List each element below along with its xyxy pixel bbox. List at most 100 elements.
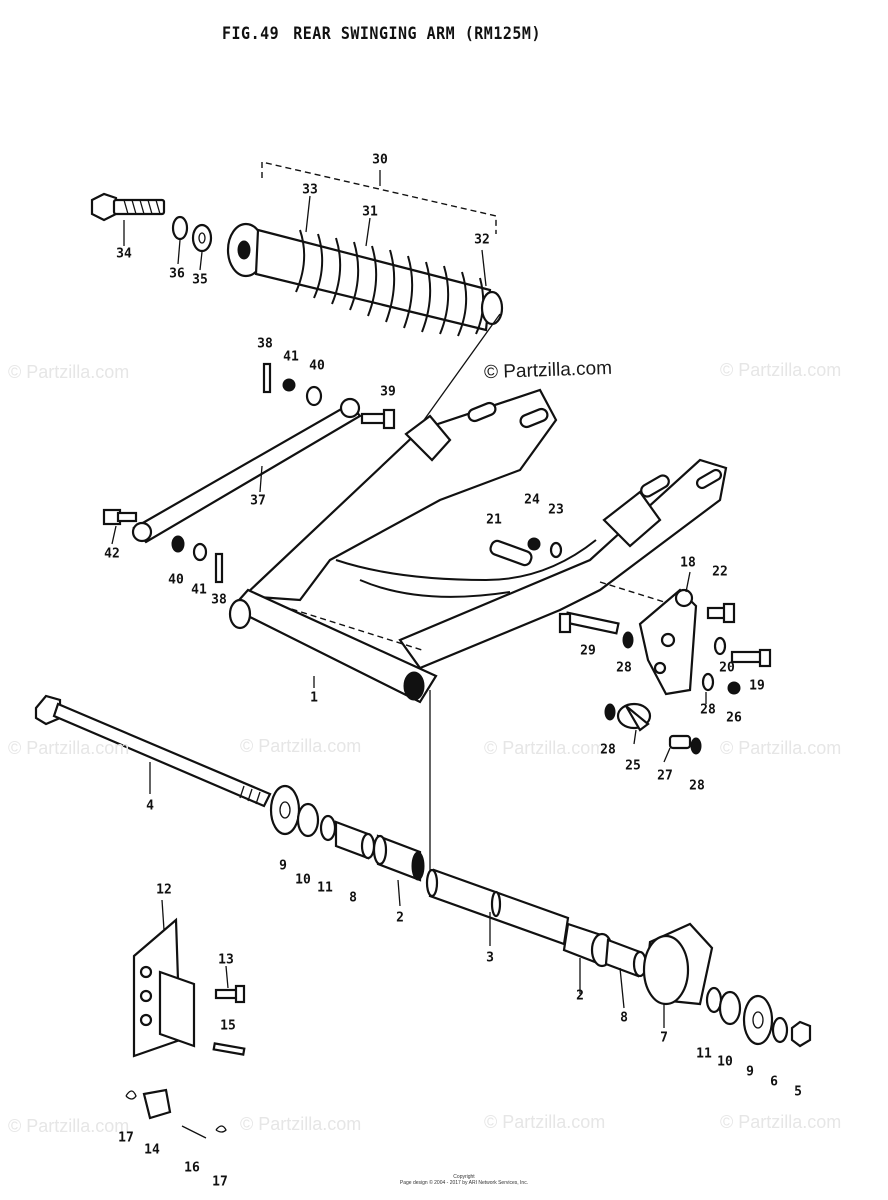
bolt-19 [730,648,772,668]
callout-33: 33 [302,182,318,198]
watermark: © Partzilla.com [240,1114,362,1134]
washer-20 [713,636,727,656]
watermark: © Partzilla.com [720,360,842,380]
chain-guide-12 [132,917,196,1058]
callout-40: 40 [168,572,184,588]
bushing-2-right [562,922,614,968]
callout-31: 31 [362,204,378,220]
callout-17: 17 [212,1174,228,1190]
callout-2: 2 [576,988,584,1004]
callout-10: 10 [295,872,311,888]
callout-11: 11 [696,1046,712,1062]
callout-26: 26 [726,710,742,726]
washer-36 [171,215,189,241]
callout-32: 32 [474,232,490,248]
bearing-8-right [604,938,648,978]
washer-35 [191,223,213,253]
washer-9-right [742,994,774,1046]
bolt-39 [360,408,396,430]
watermark: © Partzilla.com [240,736,362,756]
callout-12: 12 [156,882,172,898]
watermark: © Partzilla.com [484,738,606,758]
nut-5 [790,1020,812,1048]
callout-22: 22 [712,564,728,580]
watermark: © Partzilla.com [8,362,130,382]
callout-34: 34 [116,246,132,262]
collar-21 [489,539,533,567]
callout-30: 30 [372,152,388,168]
washer-28-a [622,631,634,649]
figure-number: FIG.49 [222,22,280,44]
washer-9-left [269,784,301,836]
clip-17-left [125,1090,137,1100]
callout-8: 8 [349,890,357,906]
swing-arm-pivot-shaft [34,694,272,808]
rear-shock-absorber [226,222,504,337]
callout-28: 28 [689,778,705,794]
bearing-8-left [334,820,376,860]
callout-42: 42 [104,546,120,562]
cotter-pin-38-bottom [214,552,224,584]
callout-9: 9 [746,1064,754,1080]
screw-15 [212,1042,246,1056]
callout-38: 38 [211,592,227,608]
callout-13: 13 [218,952,234,968]
callout-37: 37 [250,493,266,509]
callout-24: 24 [524,492,540,508]
callout-5: 5 [794,1084,802,1100]
watermark: © Partzilla.com [720,1112,842,1132]
pivot-cap-7 [642,922,714,1006]
callout-28: 28 [616,660,632,676]
washer-40-bottom [171,535,185,553]
callout-18: 18 [680,555,696,571]
callout-20: 20 [719,660,735,676]
callout-9: 9 [279,858,287,874]
footer-line-2: Page design © 2004 - 2017 by ARI Network… [399,1180,529,1186]
callout-1: 1 [310,690,318,706]
washer-10-left [296,802,320,838]
callout-39: 39 [380,384,396,400]
watermark: © Partzilla.com [484,1112,606,1132]
callout-25: 25 [625,758,641,774]
callout-40: 40 [309,358,325,374]
callout-7: 7 [660,1030,668,1046]
bushing-2-left [372,834,425,882]
brake-stopper-bracket [638,588,698,696]
cushion-rod [131,397,362,544]
nut-41-bottom [192,542,208,562]
callout-35: 35 [192,272,208,288]
nut-26 [727,681,741,695]
rear-swinging-arm [228,388,728,704]
washer-28-d [690,737,702,755]
footer-line-1: Copyright [453,1174,475,1180]
bolt-29 [558,611,620,635]
clamp-14 [142,1088,172,1120]
washer-40-top [305,385,323,407]
callout-16: 16 [184,1160,200,1176]
callout-4: 4 [146,798,154,814]
seal-11-right [705,986,723,1014]
callout-15: 15 [220,1018,236,1034]
callout-8: 8 [620,1010,628,1026]
washer-23 [549,541,563,559]
callout-19: 19 [749,678,765,694]
arm-pivot-dashline [281,605,423,651]
nut-24 [527,537,541,551]
shock-assembly-bracket [261,161,497,234]
callout-36: 36 [169,266,185,282]
screw-13 [214,984,246,1004]
callout-leaders [111,195,707,1028]
washer-28-b [701,672,715,692]
callout-3: 3 [486,950,494,966]
callout-41: 41 [191,582,207,598]
callout-27: 27 [657,768,673,784]
callout-10: 10 [717,1054,733,1070]
callout-21: 21 [486,512,502,528]
watermark-main: © Partzilla.com [483,357,613,384]
shock-upper-bolt [90,192,166,222]
callout-6: 6 [770,1074,778,1090]
callout-41: 41 [283,349,299,365]
callout-38: 38 [257,336,273,352]
